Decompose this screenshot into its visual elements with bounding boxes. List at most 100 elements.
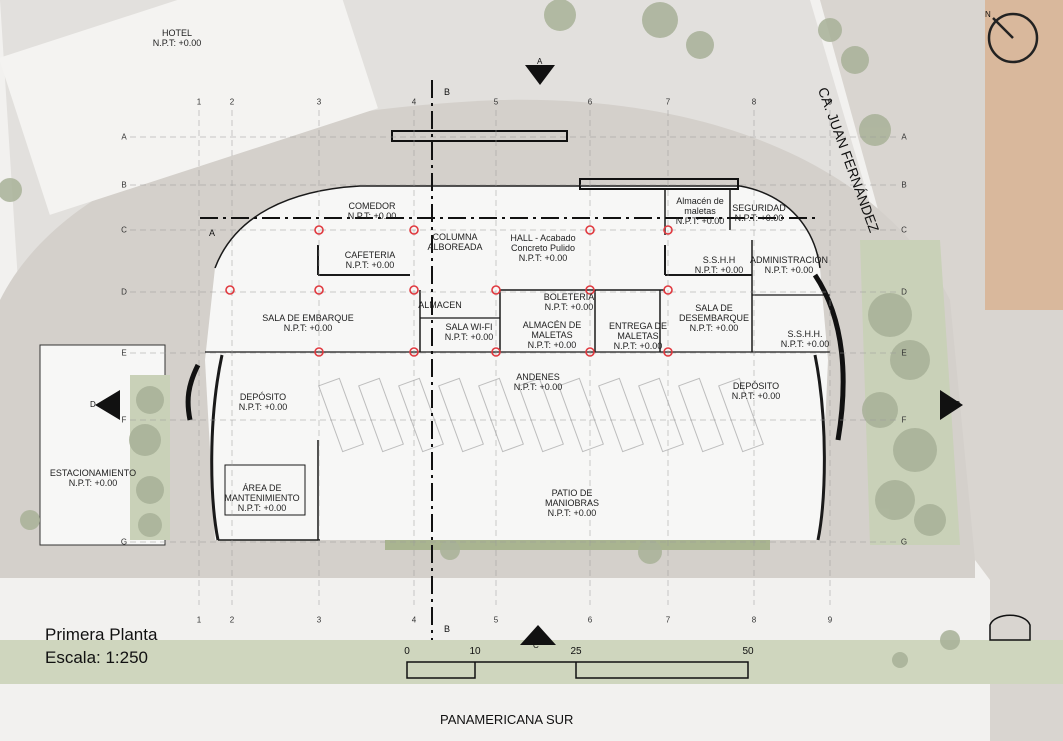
tree <box>892 652 908 668</box>
section-d: D <box>90 400 96 409</box>
grid-row-label: A <box>901 132 907 142</box>
room-name: CAFETERIA <box>344 250 396 260</box>
drawing-scale: Escala: 1:250 <box>45 648 149 667</box>
bus-bay <box>678 377 724 453</box>
room-name2: MALETAS <box>531 330 573 340</box>
room-name: ALMACÉN DE <box>522 320 582 330</box>
room-level: N.P.T: +0.00 <box>689 323 739 333</box>
grid-col-label: 2 <box>229 615 235 625</box>
section-b-top: B <box>444 87 451 97</box>
tree <box>686 31 714 59</box>
section-a-top: A <box>537 57 543 66</box>
scale-tick-label: 25 <box>570 646 582 657</box>
room-level: N.P.T: +0.00 <box>544 302 594 312</box>
grid-col-label: 9 <box>827 615 833 625</box>
bus-bay <box>558 377 604 453</box>
tree <box>859 114 891 146</box>
room-name2: MANIOBRAS <box>544 498 600 508</box>
street-bottom: PANAMERICANA SUR <box>440 712 574 727</box>
tree <box>642 2 678 38</box>
room-name: SALA DE <box>695 303 733 313</box>
room-name2: Concreto Pulido <box>510 243 576 253</box>
room-label-almacen-small: ALMACEN <box>418 300 462 310</box>
column-marker <box>409 225 419 235</box>
room-name: BOLETERIA <box>543 292 595 302</box>
room-name: DEPÓSITO <box>732 381 780 391</box>
grid-col-label: 6 <box>587 97 593 107</box>
scale-tick-label: 10 <box>469 646 481 657</box>
grid-row-label: E <box>901 348 907 358</box>
room-name2: DESEMBARQUE <box>678 313 750 323</box>
north-label: N <box>985 10 991 19</box>
grid-row-label: E <box>121 348 127 358</box>
green-road-strip <box>385 540 770 550</box>
column-marker <box>491 347 501 357</box>
column-marker <box>314 225 324 235</box>
room-name: HALL - Acabado <box>510 233 576 243</box>
tree <box>862 392 898 428</box>
room-level: N.P.T: +0.00 <box>547 508 597 518</box>
structural-columns <box>225 225 673 357</box>
room-name: ÁREA DE <box>242 483 282 493</box>
room-level: N.P.T: +0.00 <box>518 253 568 263</box>
scale-tick-label: 0 <box>404 646 410 657</box>
tree <box>868 293 912 337</box>
grid-row-label: F <box>121 415 127 425</box>
grid-col-label: 1 <box>196 97 202 107</box>
tree <box>129 424 161 456</box>
tree <box>841 46 869 74</box>
room-name: DEPÓSITO <box>239 392 287 402</box>
room-level: N.P.T: +0.00 <box>694 265 744 275</box>
drawing-title: Primera Planta <box>45 625 158 644</box>
grid-col-label: 3 <box>316 615 322 625</box>
bus-bays <box>318 377 764 453</box>
bus-bay <box>518 377 564 453</box>
scale-bar <box>406 661 749 679</box>
room-level: N.P.T: +0.00 <box>513 382 563 392</box>
column-marker <box>409 347 419 357</box>
room-level: N.P.T: +0.00 <box>780 339 830 349</box>
room-name: SEGURIDAD <box>732 203 786 213</box>
bus-bay <box>438 377 484 453</box>
grid-row-label: C <box>901 225 907 235</box>
grid-row-label: G <box>900 537 908 547</box>
tree <box>20 510 40 530</box>
tree <box>875 480 915 520</box>
room-level: N.P.T: +0.00 <box>347 211 397 221</box>
section-b-bottom: B <box>444 624 451 634</box>
column-marker <box>409 285 419 295</box>
grid-row-label: A <box>121 132 127 142</box>
canopy-right <box>812 273 846 441</box>
scale-tick-label: 50 <box>742 646 754 657</box>
grid-row-label: D <box>901 287 907 297</box>
bus-bay <box>318 377 364 453</box>
tree <box>914 504 946 536</box>
grid-col-label: 5 <box>493 97 499 107</box>
section-arrows <box>95 65 963 645</box>
room-level: N.P.T: +0.00 <box>237 503 287 513</box>
bus-bay <box>358 377 404 453</box>
column-marker <box>663 285 673 295</box>
room-level: N.P.T: +0.00 <box>731 391 781 401</box>
grid-col-label: 5 <box>493 615 499 625</box>
tree <box>136 386 164 414</box>
grid-row-label: B <box>121 180 127 190</box>
column-marker <box>314 285 324 295</box>
room-level: N.P.T: +0.00 <box>152 38 202 48</box>
grid-col-label: 7 <box>665 615 671 625</box>
room-label-sshh2: S.S.H.H.N.P.T: +0.00 <box>781 329 830 349</box>
room-level: N.P.T: +0.00 <box>68 478 118 488</box>
room-name: SALA DE EMBARQUE <box>262 313 354 323</box>
room-name: Almacén de <box>676 196 724 206</box>
grid-col-label: 1 <box>196 615 202 625</box>
room-name2: MALETAS <box>617 331 659 341</box>
